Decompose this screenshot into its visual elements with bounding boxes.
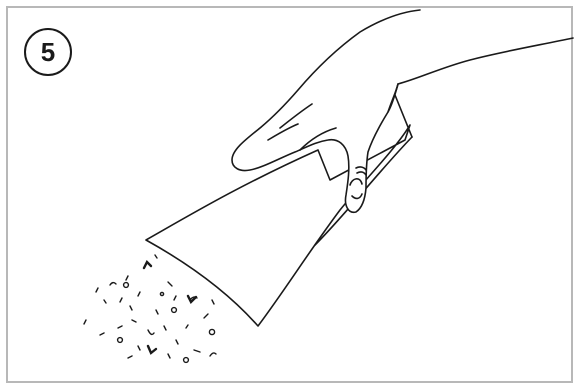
step-number: 5 [41, 37, 55, 68]
step-number-badge: 5 [24, 28, 72, 76]
